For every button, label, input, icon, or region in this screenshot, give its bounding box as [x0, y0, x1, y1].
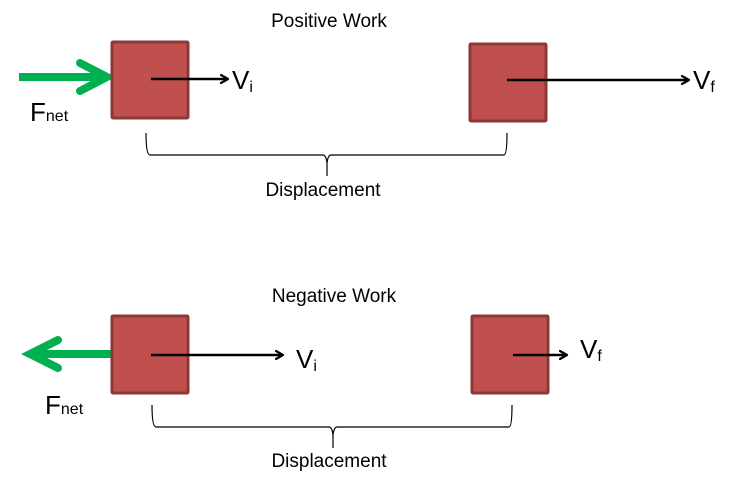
negative-initial-velocity-label: Vi — [296, 344, 317, 375]
positive-final-block — [468, 42, 548, 123]
positive-displacement-label: Displacement — [265, 180, 381, 201]
negative-work-panel: Negative Work Fnet Vi Vf Displacement — [21, 286, 602, 472]
negative-force-arrow-icon — [21, 336, 112, 372]
positive-work-panel: Positive Work Fnet Vi Vf Displacement — [19, 11, 715, 201]
positive-work-title: Positive Work — [271, 11, 387, 32]
positive-force-arrow-icon — [19, 59, 116, 95]
positive-final-velocity-label: Vf — [693, 65, 715, 96]
negative-work-title: Negative Work — [272, 286, 397, 307]
negative-displacement-brace-icon — [151, 404, 513, 448]
negative-final-velocity-label: Vf — [580, 334, 602, 365]
positive-initial-velocity-label: Vi — [232, 65, 253, 96]
negative-force-label: Fnet — [45, 390, 84, 420]
positive-displacement-brace-icon — [145, 132, 508, 176]
positive-force-label: Fnet — [30, 97, 69, 127]
negative-displacement-label: Displacement — [271, 451, 387, 472]
